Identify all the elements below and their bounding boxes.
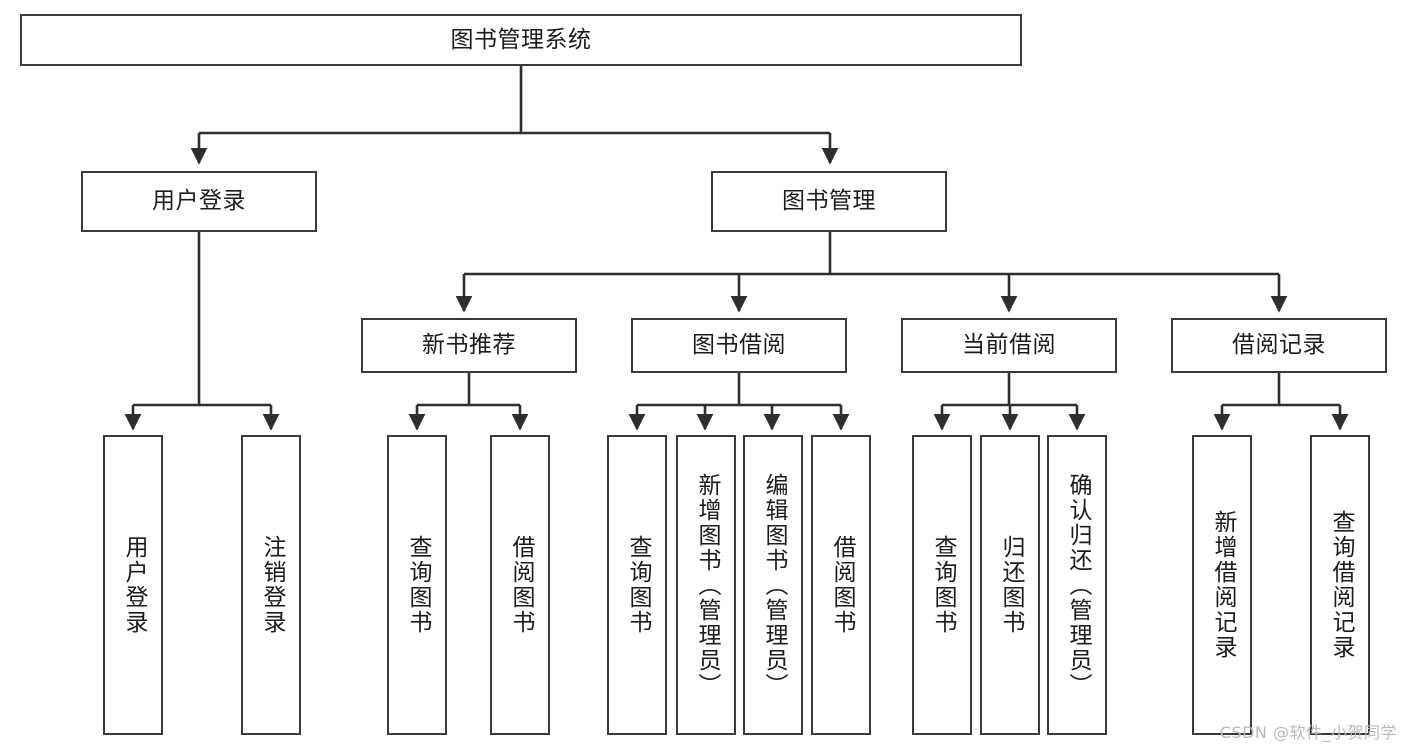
- leaf-edit-book-label: 编辑图书（管理员）: [760, 472, 787, 698]
- leaf-add-borrow-record-label: 新增借阅记录: [1209, 510, 1236, 660]
- node-book-management[interactable]: 图书管理: [711, 171, 947, 232]
- leaf-add-borrow-record[interactable]: 新增借阅记录: [1192, 435, 1252, 735]
- node-current-borrow-label: 当前借阅: [962, 332, 1056, 359]
- leaf-query-book-borrow-label: 查询图书: [624, 535, 651, 635]
- leaf-user-logout-label: 注销登录: [258, 535, 285, 635]
- leaf-confirm-return[interactable]: 确认归还（管理员）: [1047, 435, 1107, 735]
- leaf-add-book-label: 新增图书（管理员）: [693, 472, 720, 698]
- leaf-user-logout[interactable]: 注销登录: [241, 435, 301, 735]
- leaf-edit-book[interactable]: 编辑图书（管理员）: [743, 435, 803, 735]
- node-user-login-label: 用户登录: [152, 188, 246, 215]
- leaf-user-login-label: 用户登录: [120, 535, 147, 635]
- node-user-login[interactable]: 用户登录: [81, 171, 317, 232]
- node-new-book-recommend[interactable]: 新书推荐: [361, 318, 577, 373]
- node-root-book-management-system[interactable]: 图书管理系统: [20, 14, 1022, 66]
- leaf-borrow-book-new-recommend-label: 借阅图书: [507, 535, 534, 635]
- leaf-query-book-borrow[interactable]: 查询图书: [607, 435, 667, 735]
- leaf-return-book[interactable]: 归还图书: [980, 435, 1040, 735]
- node-borrow-record-label: 借阅记录: [1232, 332, 1326, 359]
- leaf-return-book-label: 归还图书: [997, 535, 1024, 635]
- node-root-label: 图书管理系统: [450, 26, 592, 53]
- leaf-borrow-book-label: 借阅图书: [828, 535, 855, 635]
- leaf-add-book[interactable]: 新增图书（管理员）: [676, 435, 736, 735]
- watermark-csdn: CSDN @软件_小贺同学: [1219, 723, 1397, 742]
- node-book-borrow-label: 图书借阅: [692, 332, 786, 359]
- node-book-borrow[interactable]: 图书借阅: [631, 318, 847, 373]
- node-current-borrow[interactable]: 当前借阅: [901, 318, 1117, 373]
- leaf-query-borrow-record-label: 查询借阅记录: [1327, 510, 1354, 660]
- node-book-management-label: 图书管理: [782, 188, 876, 215]
- node-new-book-recommend-label: 新书推荐: [422, 332, 516, 359]
- leaf-query-book-current-label: 查询图书: [929, 535, 956, 635]
- leaf-borrow-book-new-recommend[interactable]: 借阅图书: [490, 435, 550, 735]
- leaf-query-borrow-record[interactable]: 查询借阅记录: [1310, 435, 1370, 735]
- leaf-query-book-new-recommend-label: 查询图书: [404, 535, 431, 635]
- node-borrow-record[interactable]: 借阅记录: [1171, 318, 1387, 373]
- leaf-query-book-new-recommend[interactable]: 查询图书: [387, 435, 447, 735]
- leaf-query-book-current[interactable]: 查询图书: [912, 435, 972, 735]
- leaf-borrow-book[interactable]: 借阅图书: [811, 435, 871, 735]
- leaf-confirm-return-label: 确认归还（管理员）: [1064, 472, 1091, 698]
- leaf-user-login[interactable]: 用户登录: [103, 435, 163, 735]
